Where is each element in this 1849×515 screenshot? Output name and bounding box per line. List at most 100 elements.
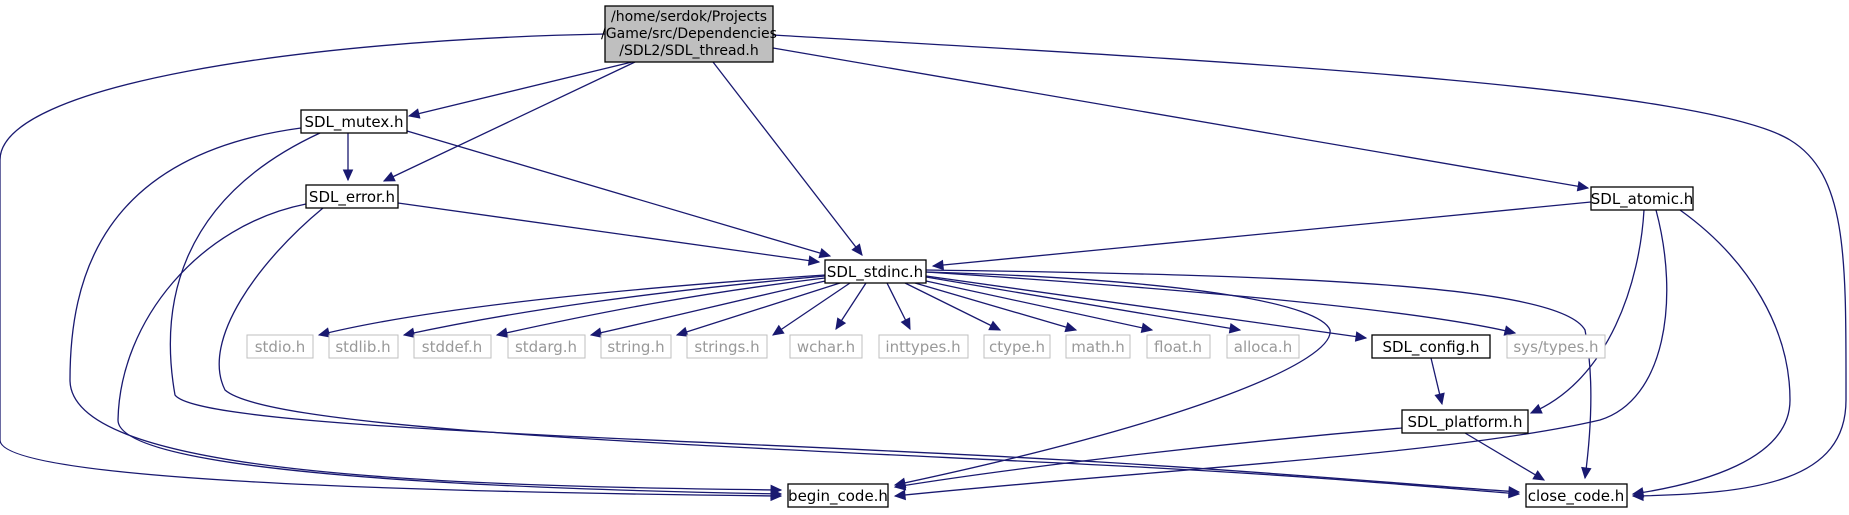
edge-sdl-error-to-close-code — [218, 207, 1520, 495]
edge-arrowhead — [402, 327, 416, 338]
edge-sdl-thread-to-sdl-atomic — [772, 47, 1589, 189]
node-string-label: string.h — [607, 338, 664, 356]
edge-sdl-thread-to-sdl-stdinc — [712, 61, 863, 256]
edge-sdl-stdinc-to-stdio — [318, 274, 826, 336]
edge-arrowhead — [835, 317, 847, 331]
node-stdlib[interactable]: stdlib.h — [328, 334, 399, 359]
node-alloca[interactable]: alloca.h — [1226, 334, 1300, 359]
node-ctype-label: ctype.h — [989, 338, 1045, 356]
node-stddef[interactable]: stddef.h — [413, 334, 492, 359]
edge-arrowhead — [589, 327, 603, 338]
edge-arrowhead — [770, 488, 783, 500]
edge-arrowhead — [988, 320, 1002, 331]
edge-arrowhead — [1434, 392, 1445, 406]
edge-arrowhead — [407, 108, 421, 119]
edge-arrowhead — [1532, 470, 1546, 481]
node-alloca-label: alloca.h — [1234, 338, 1292, 356]
node-sys-types-label: sys/types.h — [1513, 338, 1598, 356]
node-stdio[interactable]: stdio.h — [246, 334, 314, 359]
node-sdl-error[interactable]: SDL_error.h — [305, 184, 399, 209]
node-stddef-label: stddef.h — [422, 338, 482, 356]
edge-sdl-stdinc-to-sdl-config — [925, 275, 1367, 339]
edge-sdl-stdinc-to-stdarg — [590, 279, 831, 336]
edge-sdl-atomic-to-close-code — [1632, 209, 1791, 495]
node-sdl-stdinc[interactable]: SDL_stdinc.h — [824, 259, 927, 284]
edge-sdl-stdinc-to-close-code — [925, 269, 1592, 479]
node-strings[interactable]: strings.h — [686, 334, 768, 359]
edge-arrowhead — [807, 255, 821, 266]
node-sdl-atomic-label: SDL_atomic.h — [1591, 190, 1693, 209]
edge-arrowhead — [1064, 322, 1078, 333]
node-close-code-label: close_code.h — [1528, 487, 1625, 506]
nodes-layer: /home/serdok/Projects /Game/src/Dependen… — [246, 5, 1694, 508]
edge-sdl-atomic-to-sdl-stdinc — [932, 201, 1592, 267]
edge-sdl-stdinc-to-string — [676, 282, 841, 336]
node-sdl-platform[interactable]: SDL_platform.h — [1401, 409, 1529, 434]
edge-arrowhead — [900, 317, 911, 331]
node-sys-types[interactable]: sys/types.h — [1506, 334, 1606, 359]
node-inttypes[interactable]: inttypes.h — [878, 334, 969, 359]
edge-sdl-stdinc-to-stdlib — [403, 275, 826, 336]
node-wchar[interactable]: wchar.h — [789, 334, 863, 359]
node-sdl-config-label: SDL_config.h — [1382, 338, 1479, 357]
node-sdl-mutex-label: SDL_mutex.h — [304, 113, 403, 132]
edge-sdl-platform-to-close-code — [1464, 432, 1545, 481]
node-sdl-thread-line-1: /home/serdok/Projects — [611, 9, 767, 25]
node-close-code[interactable]: close_code.h — [1525, 483, 1628, 508]
node-sdl-config[interactable]: SDL_config.h — [1371, 334, 1491, 359]
edge-sdl-stdinc-to-begin-code — [894, 271, 1331, 486]
edge-arrowhead — [1529, 403, 1543, 414]
edge-sdl-stdinc-to-strings — [772, 282, 851, 336]
node-sdl-thread-line-2: /Game/src/Dependencies — [601, 26, 777, 42]
node-wchar-label: wchar.h — [797, 338, 855, 356]
node-ctype[interactable]: ctype.h — [983, 334, 1051, 359]
edge-sdl-stdinc-to-float — [925, 280, 1153, 331]
edge-arrowhead — [771, 324, 785, 336]
edge-sdl-atomic-to-sdl-platform — [1530, 209, 1645, 414]
edge-sdl-thread-to-begin-code — [0, 33, 782, 497]
edge-arrowhead — [1581, 466, 1592, 480]
edge-sdl-error-to-sdl-stdinc — [397, 202, 820, 263]
edge-arrowhead — [893, 489, 906, 501]
node-float-label: float.h — [1154, 338, 1202, 356]
node-sdl-platform-label: SDL_platform.h — [1408, 413, 1523, 432]
edge-arrowhead — [1503, 325, 1517, 336]
edge-arrowhead — [1354, 331, 1368, 342]
edge-sdl-stdinc-to-sys-types — [925, 271, 1516, 334]
node-stdlib-label: stdlib.h — [335, 338, 390, 356]
edge-arrowhead — [495, 327, 509, 338]
edge-arrowhead — [1140, 322, 1154, 333]
edge-sdl-mutex-to-begin-code — [69, 127, 782, 491]
node-sdl-error-label: SDL_error.h — [309, 188, 395, 207]
edge-arrowhead — [382, 171, 396, 182]
node-inttypes-label: inttypes.h — [885, 338, 960, 356]
edge-arrowhead — [851, 243, 863, 256]
node-math-label: math.h — [1071, 338, 1124, 356]
edge-sdl-error-to-begin-code — [117, 203, 782, 495]
node-stdarg[interactable]: stdarg.h — [507, 334, 586, 359]
edge-arrowhead — [1576, 181, 1590, 192]
edge-arrowhead — [317, 327, 331, 338]
node-sdl-thread-line-3: /SDL2/SDL_thread.h — [619, 43, 759, 59]
edge-arrowhead — [1631, 487, 1645, 498]
edge-sdl-mutex-to-sdl-stdinc — [406, 130, 831, 257]
node-begin-code[interactable]: begin_code.h — [787, 483, 889, 508]
edge-sdl-thread-to-sdl-error — [383, 61, 636, 182]
edge-sdl-stdinc-to-math — [914, 282, 1077, 331]
edge-arrowhead — [931, 259, 944, 271]
node-sdl-atomic[interactable]: SDL_atomic.h — [1590, 186, 1694, 211]
edge-arrowhead — [893, 480, 907, 491]
edge-arrowhead — [1508, 487, 1521, 499]
edge-sdl-mutex-to-close-code — [169, 132, 1520, 493]
edge-sdl-thread-to-sdl-mutex — [408, 61, 633, 117]
node-string[interactable]: string.h — [600, 334, 672, 359]
node-sdl-stdinc-label: SDL_stdinc.h — [827, 263, 923, 282]
node-math[interactable]: math.h — [1065, 334, 1131, 359]
edge-sdl-atomic-to-begin-code — [894, 209, 1668, 497]
node-sdl-mutex[interactable]: SDL_mutex.h — [300, 109, 408, 134]
node-sdl-thread[interactable]: /home/serdok/Projects /Game/src/Dependen… — [601, 5, 777, 63]
edge-sdl-stdinc-to-stddef — [496, 277, 826, 336]
node-float[interactable]: float.h — [1146, 334, 1211, 359]
edge-arrowhead — [675, 326, 689, 337]
